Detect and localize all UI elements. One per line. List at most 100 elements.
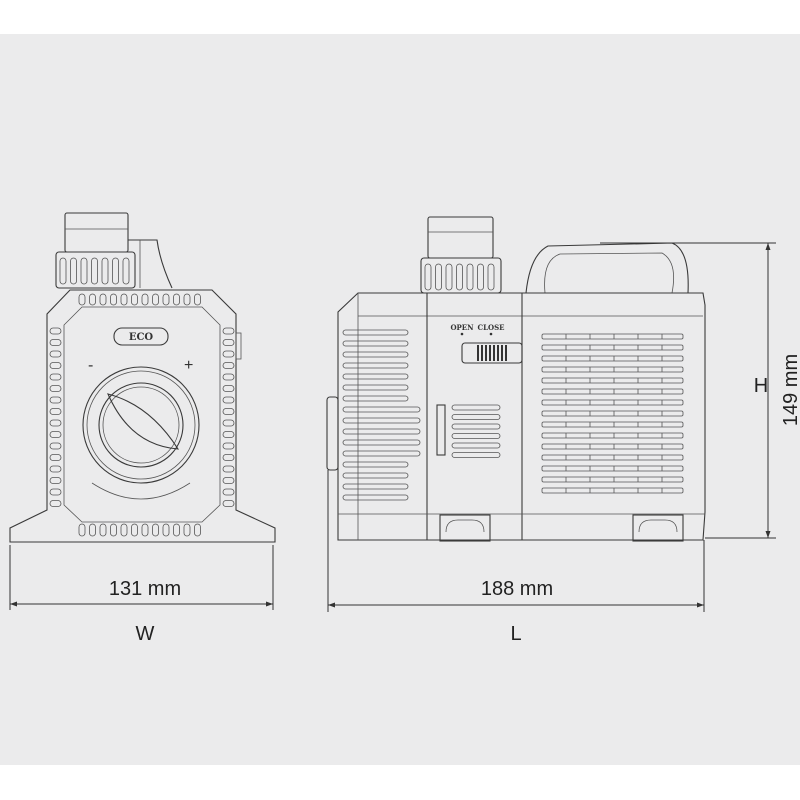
foot-right <box>632 514 684 542</box>
grill-slot <box>541 355 684 362</box>
side-knob <box>326 396 339 471</box>
grill-slot <box>541 454 684 461</box>
collar-rib <box>487 263 495 291</box>
plus-mark: + <box>184 357 193 374</box>
grill-slot <box>541 377 684 384</box>
length-letter: L <box>510 623 521 645</box>
vent-slot <box>222 408 235 415</box>
vent-slot <box>222 500 235 507</box>
vent-slot <box>222 477 235 484</box>
vent-slot <box>451 414 501 420</box>
vent-slot <box>342 362 409 369</box>
vent-slot <box>222 431 235 438</box>
vent-slot <box>342 483 409 490</box>
front-body <box>9 289 276 543</box>
vent-slot <box>162 523 170 537</box>
vent-slot <box>49 465 62 473</box>
vent-slot <box>222 362 235 369</box>
vent-slot <box>162 293 170 306</box>
dial-grip <box>107 393 180 450</box>
vent-slot <box>49 373 62 381</box>
carry-handle <box>525 242 689 294</box>
vent-slot <box>49 419 62 427</box>
vent-slot <box>89 293 96 306</box>
grill-slot <box>541 465 684 472</box>
vent-slot <box>110 293 117 306</box>
collar-rib <box>445 263 453 291</box>
vent-slot <box>222 373 235 381</box>
vent-slot <box>78 523 86 537</box>
vent-slot <box>451 442 501 449</box>
vent-slot <box>120 523 128 537</box>
open-label: OPEN <box>450 323 474 332</box>
grill-slot <box>541 366 684 373</box>
grill-slot <box>541 476 684 483</box>
eco-badge <box>113 327 169 346</box>
vent-slot <box>110 523 117 537</box>
vent-slot <box>342 439 421 446</box>
vent-slot <box>222 488 235 496</box>
vent-slot <box>152 523 159 537</box>
vent-slot <box>183 293 191 306</box>
eco-badge-text: ECO <box>129 332 154 343</box>
front-outlet-elbow <box>128 239 173 289</box>
vent-slot <box>222 465 235 473</box>
vent-slot <box>49 396 62 404</box>
grill-slot <box>541 388 684 395</box>
grill-slot <box>541 432 684 439</box>
width-letter: W <box>136 623 155 645</box>
vent-slot <box>342 373 409 380</box>
vent-slot <box>342 384 409 391</box>
vent-slot <box>222 339 235 346</box>
vent-slot <box>451 404 501 411</box>
grill-slot <box>541 487 684 494</box>
flow-dial-knob <box>98 382 184 468</box>
vent-slot <box>49 327 62 335</box>
collar-rib <box>59 257 67 285</box>
vent-slot <box>342 450 421 457</box>
foot-left <box>439 514 491 542</box>
width-dimension: 131 mm W <box>9 545 274 645</box>
collar-rib <box>112 257 119 285</box>
grill-slot <box>541 410 684 417</box>
height-letter: H <box>754 375 768 397</box>
side-window <box>436 404 446 456</box>
vent-slot <box>194 293 201 306</box>
vent-slot <box>49 431 62 438</box>
vent-slot <box>99 523 107 537</box>
close-label: CLOSE <box>478 323 505 332</box>
grill-slot <box>541 421 684 428</box>
vent-slot <box>222 419 235 427</box>
vent-slot <box>342 340 409 347</box>
vent-slot <box>49 362 62 369</box>
vent-slot <box>49 500 62 507</box>
grill-slot <box>541 333 684 340</box>
side-outlet-collar <box>420 257 502 294</box>
vent-slot <box>49 385 62 392</box>
vent-slot <box>49 488 62 496</box>
vent-slot <box>78 293 86 306</box>
side-body <box>337 292 706 541</box>
vent-slot <box>222 327 235 335</box>
minus-mark: - <box>88 357 93 374</box>
vent-slot <box>222 442 235 450</box>
collar-rib <box>456 263 463 291</box>
vent-slot <box>141 293 149 306</box>
length-dimension: 188 mm L <box>327 470 705 645</box>
vent-slot <box>451 423 501 430</box>
vent-slot <box>183 523 191 537</box>
vent-slot <box>49 477 62 484</box>
collar-rib <box>424 263 432 291</box>
flow-dial-ring <box>82 366 200 484</box>
vent-slot <box>222 396 235 404</box>
collar-rib <box>91 257 98 285</box>
height-value: 149 mm <box>780 354 800 426</box>
vent-slot <box>49 408 62 415</box>
collar-rib <box>80 257 88 285</box>
collar-rib <box>435 263 442 291</box>
vent-slot <box>342 406 421 413</box>
vent-slot <box>342 351 409 358</box>
vent-slot <box>131 523 138 537</box>
front-view: ECO - + <box>9 212 276 543</box>
